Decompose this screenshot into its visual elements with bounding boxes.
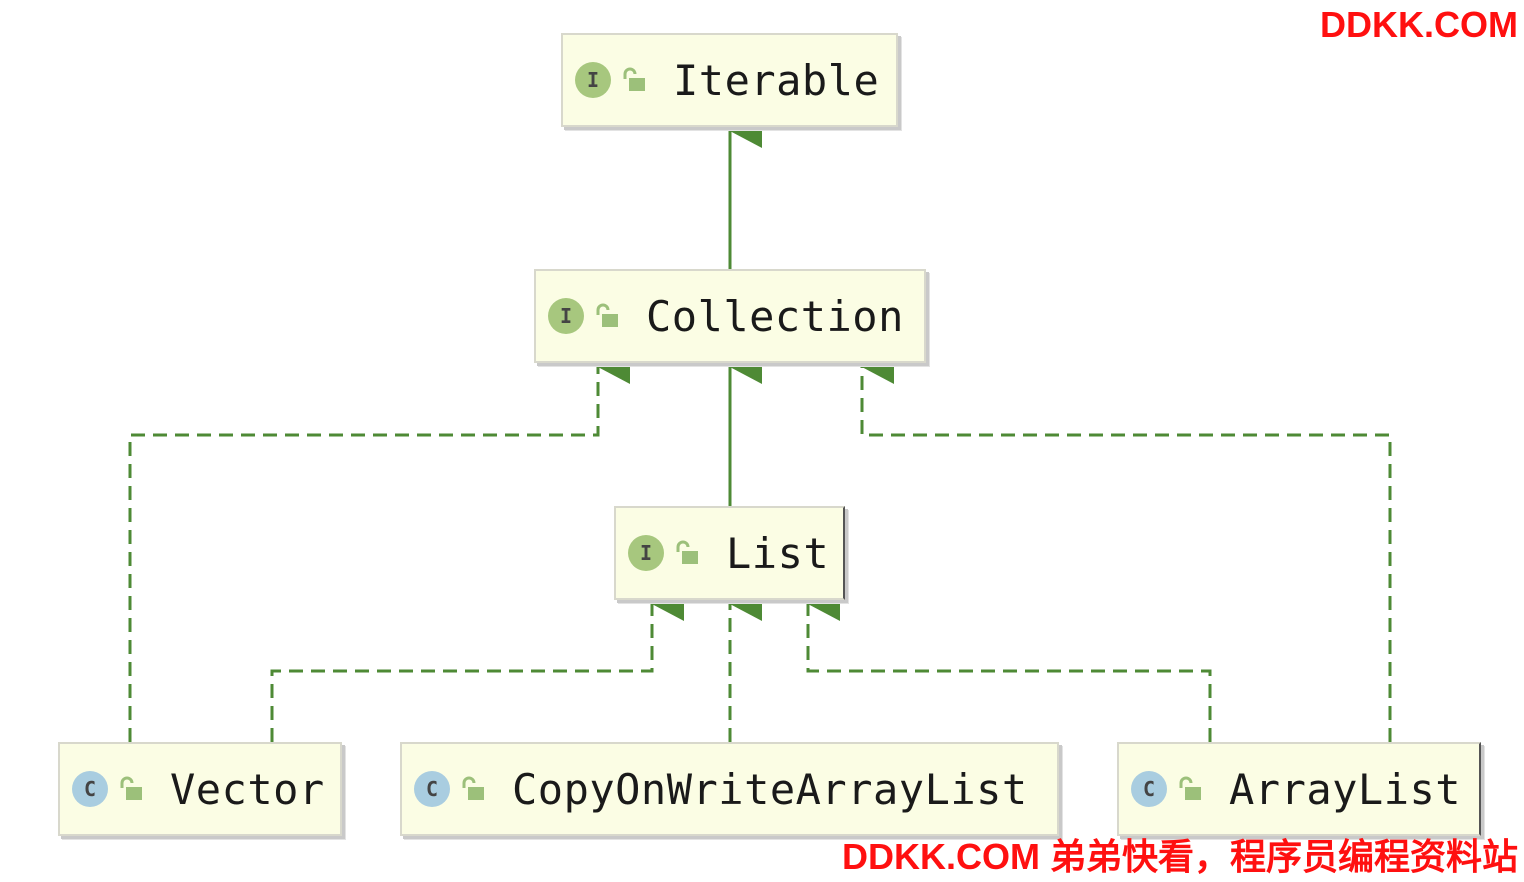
node-collection[interactable]: I Collection bbox=[534, 269, 926, 363]
node-iterable[interactable]: I Iterable bbox=[561, 33, 898, 127]
node-label: CopyOnWriteArrayList bbox=[512, 764, 1028, 814]
unlocked-padlock-icon bbox=[623, 67, 645, 91]
edge-arraylist-to-collection bbox=[860, 348, 1392, 742]
unlocked-padlock-icon bbox=[120, 776, 142, 800]
node-label: Vector bbox=[170, 764, 325, 814]
unlocked-padlock-icon bbox=[596, 303, 618, 327]
unlocked-padlock-icon bbox=[676, 540, 698, 564]
edge-arraylist-to-list bbox=[806, 585, 1212, 742]
node-copyonwrite[interactable]: C CopyOnWriteArrayList bbox=[400, 742, 1059, 836]
class-icon: C bbox=[414, 771, 450, 807]
node-label: List bbox=[726, 528, 830, 578]
node-label: ArrayList bbox=[1229, 764, 1462, 814]
node-vector[interactable]: C Vector bbox=[58, 742, 342, 836]
interface-icon: I bbox=[628, 535, 664, 571]
class-icon: C bbox=[1131, 771, 1167, 807]
edge-vector-to-list bbox=[270, 585, 684, 742]
unlocked-padlock-icon bbox=[462, 776, 484, 800]
unlocked-padlock-icon bbox=[1179, 776, 1201, 800]
watermark-bottom: DDKK.COM 弟弟快看，程序员编程资料站 bbox=[842, 836, 1518, 877]
node-label: Iterable bbox=[673, 55, 880, 105]
edges-layer bbox=[128, 112, 1392, 742]
edge-vector-to-collection bbox=[128, 348, 630, 742]
class-icon: C bbox=[72, 771, 108, 807]
interface-icon: I bbox=[548, 298, 584, 334]
watermark-top: DDKK.COM bbox=[1320, 4, 1518, 45]
interface-icon: I bbox=[575, 62, 611, 98]
node-label: Collection bbox=[646, 291, 904, 341]
node-arraylist[interactable]: C ArrayList bbox=[1117, 742, 1481, 836]
node-list[interactable]: I List bbox=[614, 506, 845, 600]
